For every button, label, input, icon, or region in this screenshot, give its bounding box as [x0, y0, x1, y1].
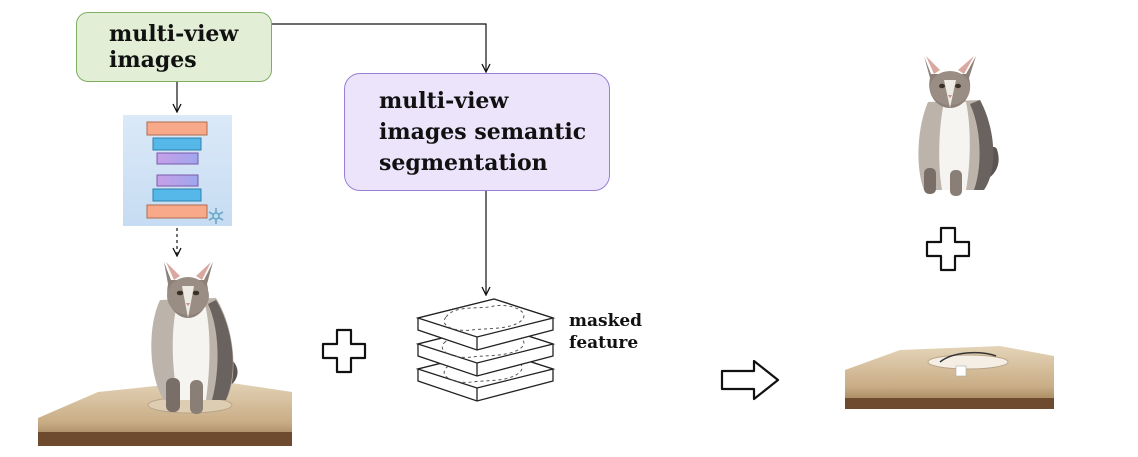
connectors	[177, 23, 486, 295]
plus-icon	[321, 328, 367, 374]
masked-feature-label: masked feature	[569, 311, 643, 353]
snowflake-icon	[208, 208, 224, 224]
multiview-images-label: multi-view images	[109, 21, 239, 73]
result-arrow-icon	[720, 359, 780, 401]
arrow-multiview-to-segmentation	[272, 23, 486, 72]
segmented-cat-image	[918, 56, 999, 196]
encoder-decoder-network-icon	[123, 115, 232, 226]
plus-icon	[925, 226, 971, 272]
semantic-segmentation-node: multi-view images semantic segmentation	[344, 73, 610, 191]
multiview-images-node: multi-view images	[76, 12, 272, 82]
semantic-segmentation-label: multi-view images semantic segmentation	[379, 87, 587, 176]
cat-on-table-image	[38, 262, 292, 446]
masked-feature-stack-icon	[415, 298, 556, 402]
segmented-table-image	[845, 346, 1054, 409]
